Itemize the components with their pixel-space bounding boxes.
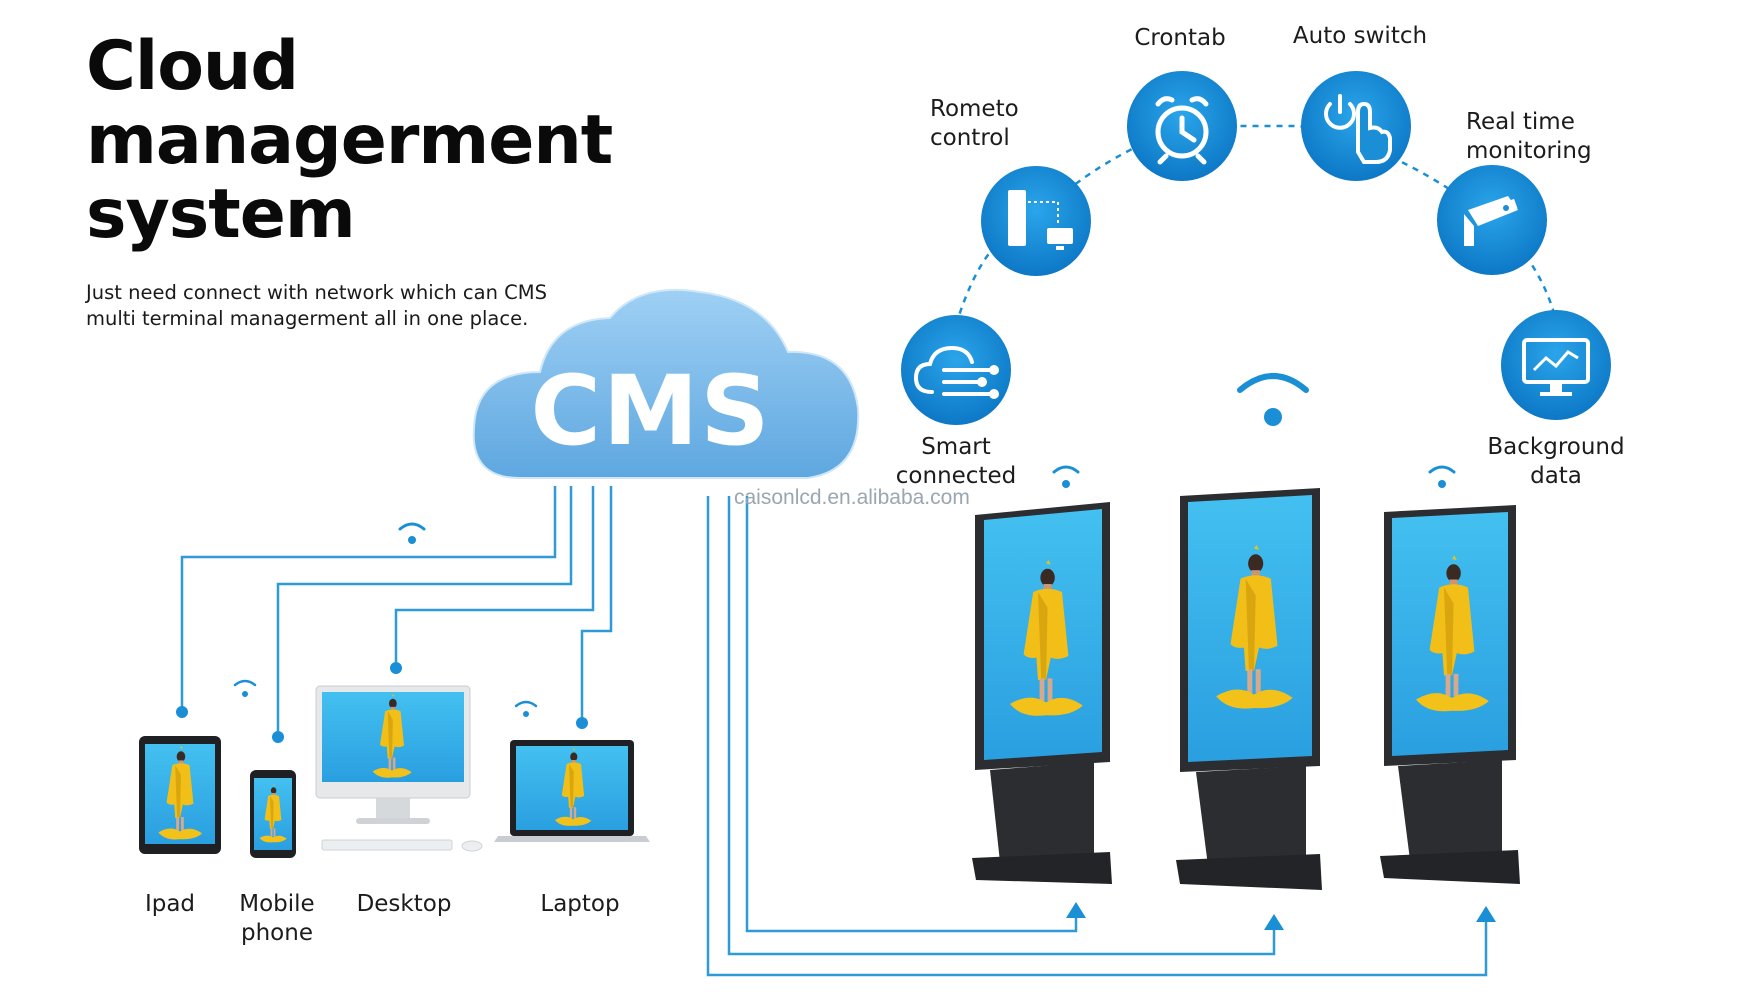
page-title: Cloud managerment system [86, 30, 686, 252]
line-desktop [394, 486, 595, 668]
feature-label-smart: Smart connected [895, 434, 1017, 489]
cms-label: CMS [530, 355, 771, 467]
device-desktop [315, 685, 483, 852]
page-subtitle: Just need connect with network which can… [86, 280, 606, 332]
device-label-desktop: Desktop [356, 891, 452, 917]
cloud-circuit-icon [913, 345, 999, 399]
arrow-up-icon [1264, 914, 1284, 930]
arrow-up-icon [1476, 906, 1496, 922]
wifi-icon [1428, 465, 1456, 488]
watermark: caisonlcd.en.alibaba.com [734, 486, 970, 509]
feature-autoswitch[interactable] [1301, 71, 1411, 181]
wifi-icon [1052, 465, 1080, 488]
feature-smart[interactable] [901, 315, 1011, 425]
wifi-icons [233, 373, 1456, 717]
subtitle-line: multi terminal managerment all in one pl… [86, 307, 529, 330]
title-line: Cloud [86, 27, 299, 106]
feature-label-autoswitch: Auto switch [1292, 23, 1428, 49]
line-ipad [180, 486, 557, 712]
line-mobile [276, 486, 573, 737]
line-kiosk-2 [727, 496, 1276, 956]
feature-monitor[interactable] [1437, 165, 1547, 275]
feature-label-monitor: Real time monitoring [1466, 109, 1592, 164]
title-line: managerment [86, 101, 613, 180]
feature-crontab[interactable] [1127, 71, 1237, 181]
kiosk-2 [1176, 488, 1322, 890]
device-laptop [494, 740, 650, 842]
kiosk-arrows [1066, 902, 1496, 930]
wifi-icon [233, 679, 257, 697]
line-laptop [580, 486, 613, 723]
feature-background[interactable] [1501, 310, 1611, 420]
feature-remote[interactable] [981, 166, 1091, 276]
alarm-clock-icon [1155, 96, 1209, 165]
connection-dots [176, 662, 588, 743]
device-label-ipad: Ipad [144, 891, 196, 917]
wifi-icon [398, 522, 426, 544]
device-label-laptop: Laptop [540, 891, 620, 917]
title-line: system [86, 175, 356, 254]
subtitle-line: Just need connect with network which can… [86, 281, 547, 304]
feature-label-background: Background data [1487, 434, 1625, 489]
power-hand-icon [1324, 94, 1392, 164]
device-label-mobile: Mobile phone [239, 891, 315, 946]
kiosk-1 [972, 502, 1112, 884]
connection-lines [180, 486, 1488, 977]
device-ipad [139, 736, 221, 854]
wifi-icon [514, 700, 538, 717]
line-kiosk-3 [706, 496, 1488, 977]
remote-display-icon [1008, 190, 1073, 250]
device-mobile [250, 770, 296, 858]
feature-label-remote: Rometo control [930, 96, 1019, 151]
kiosk-3 [1380, 505, 1520, 884]
wifi-icon [1237, 373, 1309, 426]
security-camera-icon [1464, 196, 1518, 246]
feature-label-crontab: Crontab [1134, 25, 1226, 51]
cms-cloud: CMS [472, 288, 860, 479]
arrow-up-icon [1066, 902, 1086, 918]
analytics-monitor-icon [1522, 338, 1590, 396]
